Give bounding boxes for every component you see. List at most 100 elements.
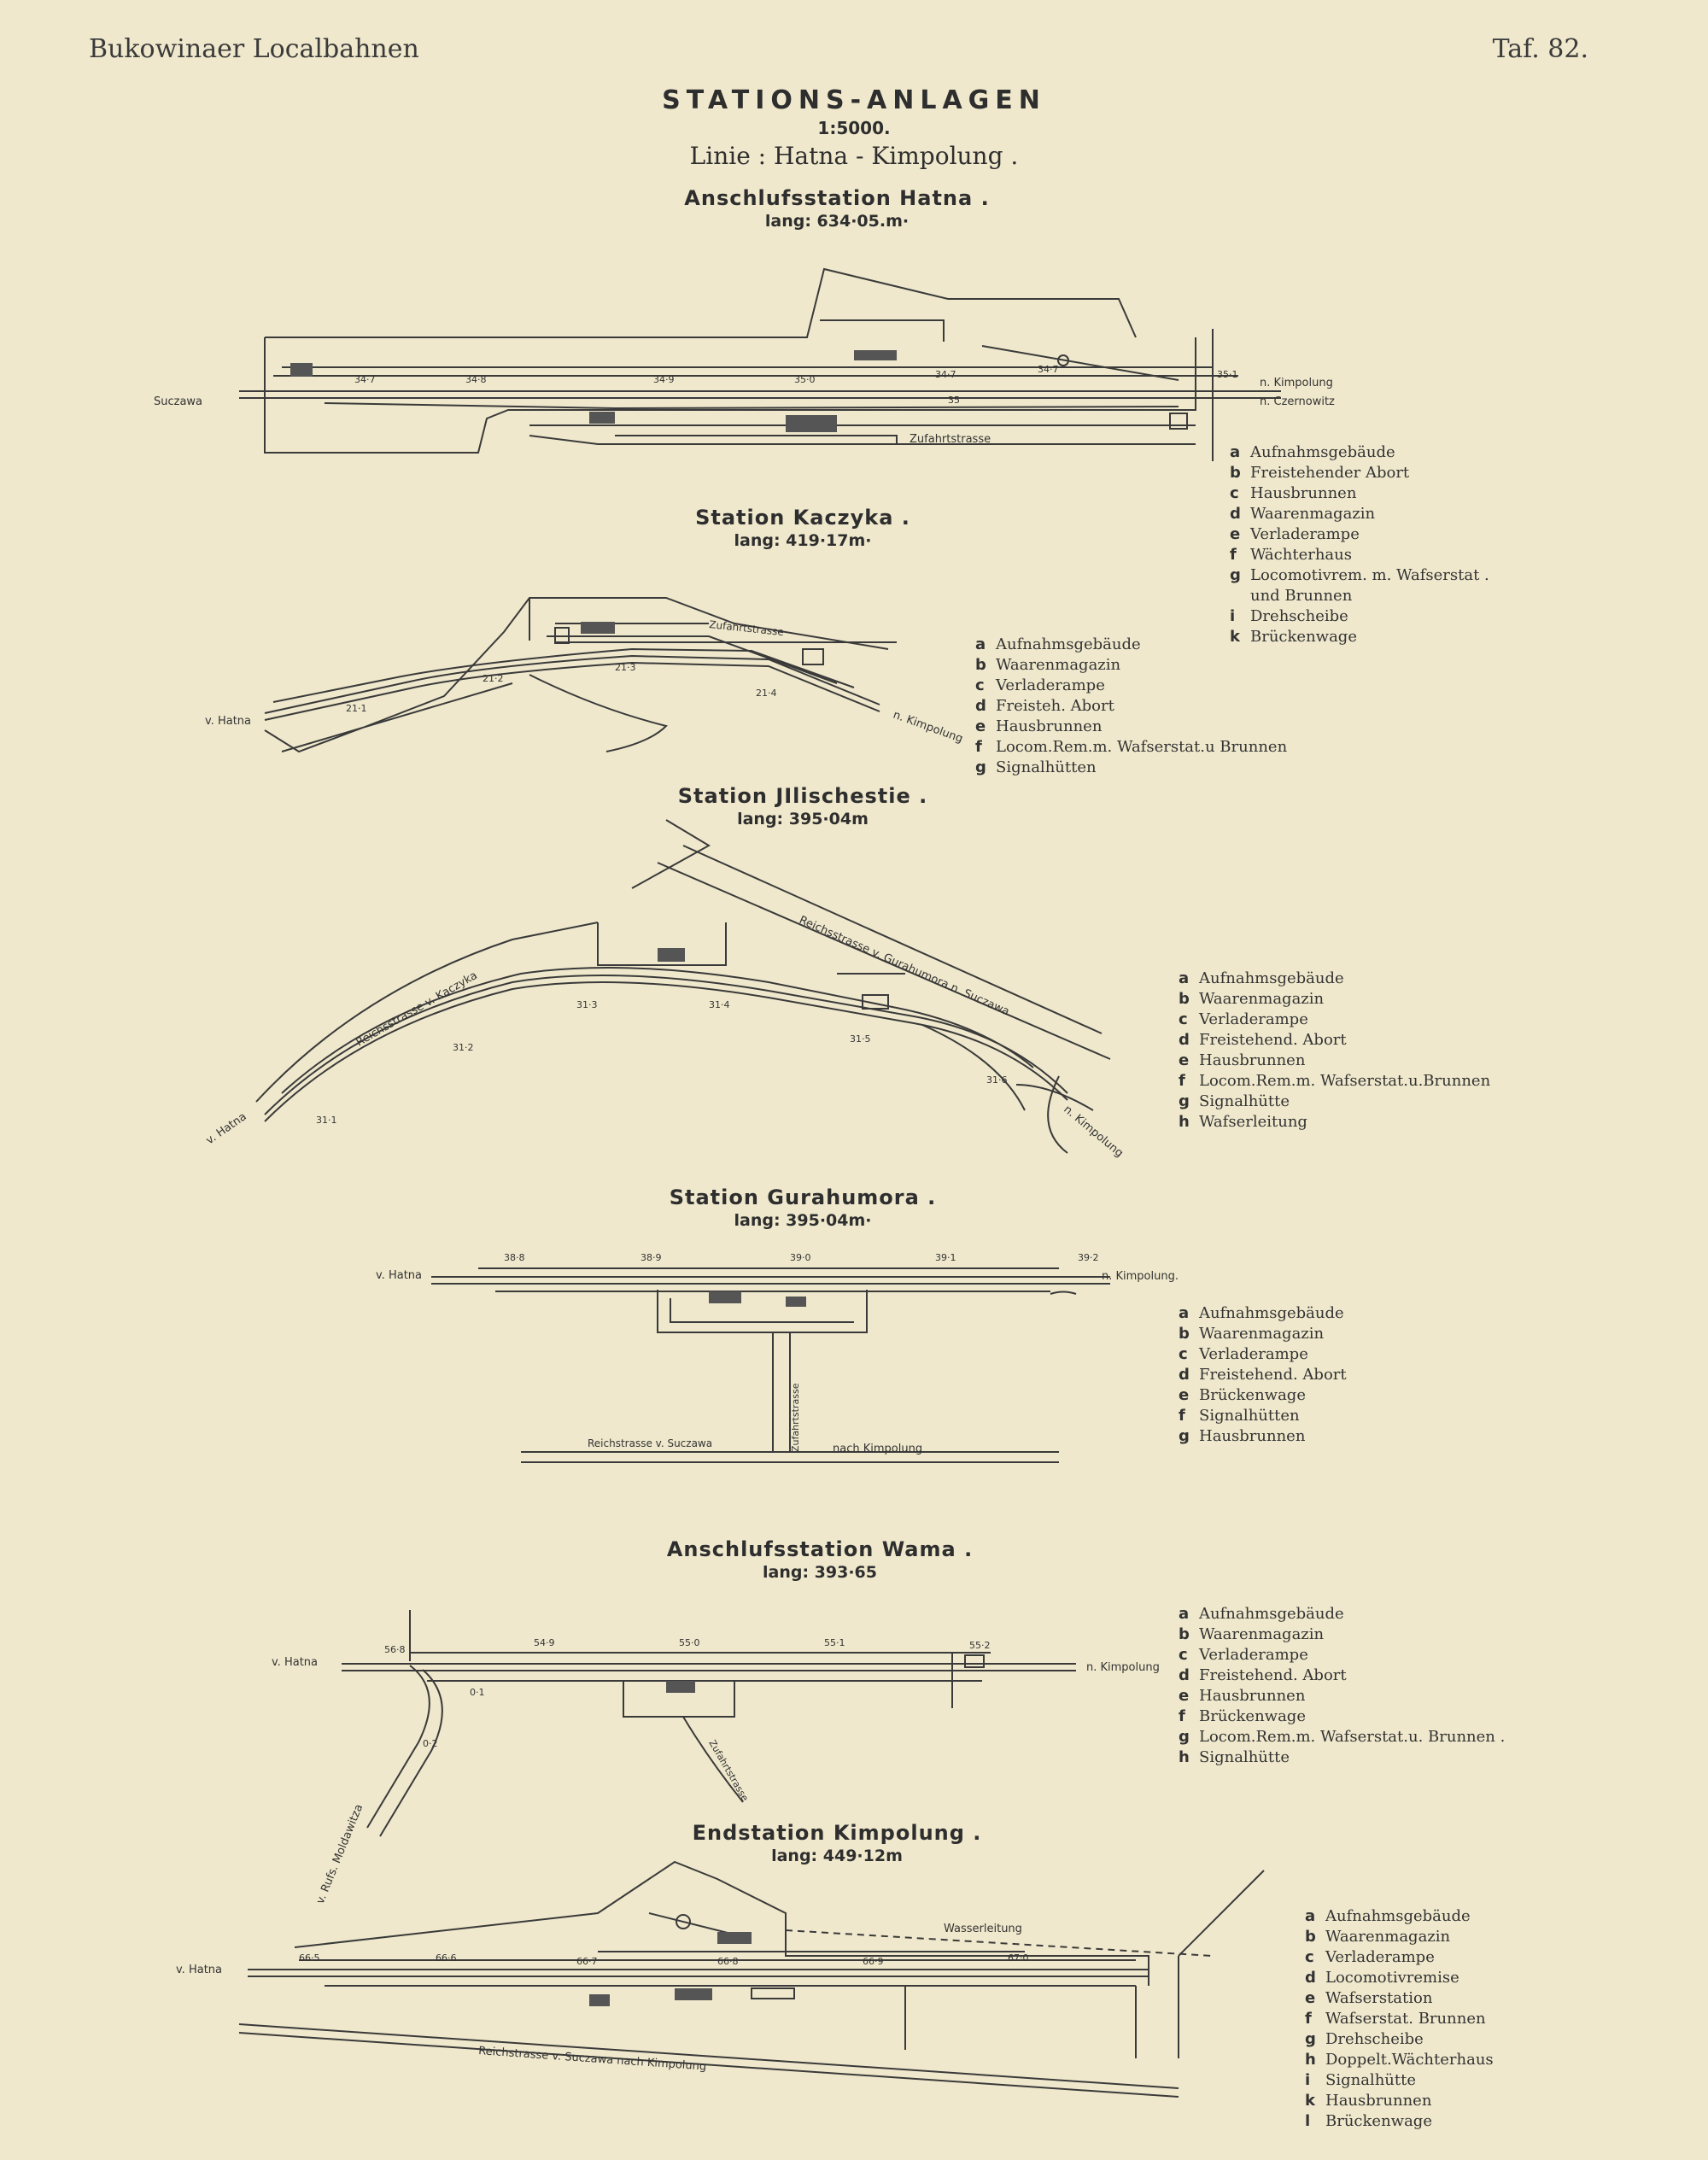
legend-key: c xyxy=(1179,1010,1188,1028)
legend-key: i xyxy=(1230,607,1236,625)
km-label: 38·9 xyxy=(640,1252,662,1263)
road xyxy=(409,1610,953,1803)
legend-text: Waarenmagazin xyxy=(1199,990,1325,1008)
legend-text: Verladerampe xyxy=(1250,525,1360,543)
km-label: 21·4 xyxy=(756,688,777,699)
station-length: lang: 393·65 xyxy=(763,1563,877,1582)
road xyxy=(904,1870,1265,2058)
legend-key: k xyxy=(1230,628,1240,646)
legend-key: h xyxy=(1305,2051,1316,2069)
legend-key: h xyxy=(1179,1748,1190,1766)
terrain xyxy=(529,674,668,752)
legend-key: h xyxy=(1179,1113,1190,1131)
track xyxy=(264,981,1068,1122)
station-left-label: v. Hatna xyxy=(272,1656,318,1669)
road-label: nach Kimpolung xyxy=(833,1443,922,1455)
km-label: 31·6 xyxy=(986,1074,1008,1086)
station-title-hatna: Anschlufsstation Hatna . lang: 634·05.m· xyxy=(598,186,1076,231)
legend-text: Signalhütte xyxy=(1199,1092,1290,1110)
road xyxy=(521,1451,1059,1463)
building-c xyxy=(751,1987,795,1999)
road xyxy=(529,424,1196,445)
legend-text: Drehscheibe xyxy=(1250,607,1348,625)
building-f xyxy=(862,994,889,1010)
legend-text: Verladerampe xyxy=(1325,1948,1435,1966)
legend-key: a xyxy=(1305,1907,1316,1925)
legend-text: Wächterhaus xyxy=(1250,546,1352,564)
building-a xyxy=(581,622,615,634)
km-label: 34·8 xyxy=(465,374,487,385)
legend-text: Doppelt.Wächterhaus xyxy=(1325,2051,1494,2069)
legend-key: k xyxy=(1305,2092,1315,2110)
road-label: Reichsstrasse v. Gurahumora n. Suczawa xyxy=(797,914,1011,1019)
legend-text: Locom.Rem.m. Wafserstat.u. Brunnen . xyxy=(1199,1728,1506,1746)
km-label: 54·9 xyxy=(534,1637,555,1648)
legend-text: Hausbrunnen xyxy=(996,717,1103,735)
branch-label: v. Rufs. Moldawitza xyxy=(314,1803,366,1906)
plan-wama: v. Hatna n. Kimpolung v. Rufs. Moldawitz… xyxy=(272,1610,1160,1905)
road xyxy=(238,2023,1179,2098)
km-label: 35·0 xyxy=(794,374,816,385)
legend-key: c xyxy=(1179,1345,1188,1363)
legend-text: Wafserstat. Brunnen xyxy=(1325,2010,1486,2028)
km-label: 35·1 xyxy=(1217,369,1238,380)
station-title-kaczyka: Station Kaczyka . lang: 419·17m· xyxy=(615,506,991,550)
legend-key: f xyxy=(1179,1407,1185,1425)
legend-text: Waarenmagazin xyxy=(1250,505,1376,523)
station-length: lang: 419·17m· xyxy=(734,531,872,550)
building-f xyxy=(1169,413,1188,430)
legend-item: h Wafserleitung xyxy=(1179,1112,1490,1133)
legend-text: Wafserleitung xyxy=(1199,1113,1307,1131)
legend-key: f xyxy=(1230,546,1237,564)
road-label: Zufahrtstrasse xyxy=(709,618,785,638)
track xyxy=(264,654,880,714)
road xyxy=(1050,1291,1077,1295)
legend-key: b xyxy=(975,656,986,674)
legend-text: Waarenmagazin xyxy=(1199,1325,1325,1343)
station-left-label: v. Hatna xyxy=(205,715,251,728)
legend-key: g xyxy=(1305,2030,1316,2048)
legend-text: Brückenwage xyxy=(1250,628,1357,646)
plan-gurahumora: v. Hatna n. Kimpolung. Reichstrasse v. S… xyxy=(376,1252,1179,1463)
km-label: 31·3 xyxy=(576,999,598,1010)
legend-item: f Wächterhaus xyxy=(1230,545,1489,565)
legend-text: Waarenmagazin xyxy=(1199,1625,1325,1643)
site-boundary xyxy=(264,267,1214,461)
legend-key: e xyxy=(1179,1386,1190,1404)
legend-key: e xyxy=(975,717,986,735)
building-f xyxy=(964,1654,985,1668)
legend-text: Verladerampe xyxy=(1199,1345,1308,1363)
station-name: Station JIlischestie . xyxy=(677,784,928,808)
legend-text: Brückenwage xyxy=(1325,2112,1432,2130)
station-right-label: n. Kimpolung xyxy=(1086,1661,1160,1674)
station-title-gurahumora: Station Gurahumora . lang: 395·04m· xyxy=(615,1185,991,1230)
track xyxy=(264,661,880,721)
km-label: 34·7 xyxy=(354,374,376,385)
legend-key: d xyxy=(1179,1031,1190,1049)
legend-text: Locom.Rem.m. Wafserstat.u Brunnen xyxy=(996,738,1288,756)
legend-key: e xyxy=(1179,1687,1190,1705)
legend-text: Locomotivremise xyxy=(1325,1969,1459,1987)
station-title-ilischestie: Station JIlischestie . lang: 395·04m xyxy=(615,784,991,828)
